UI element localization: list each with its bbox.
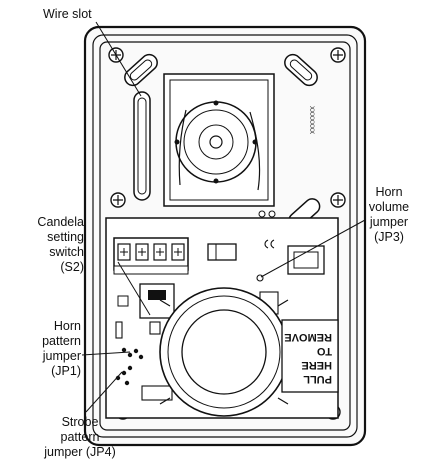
part-number-marking: XXXXXXX <box>308 106 314 134</box>
label-candela-setting-switch: Candela setting switch (S2) <box>37 215 84 274</box>
pull-tab-line-2: HERE <box>301 359 332 371</box>
svg-text:Horn: Horn <box>375 185 402 199</box>
relay-component <box>287 245 325 275</box>
svg-text:(S2): (S2) <box>60 260 84 274</box>
speaker-plate <box>163 73 275 207</box>
horn-pattern-jumper <box>121 347 144 360</box>
svg-text:jumper: jumper <box>42 349 81 363</box>
svg-text:Candela: Candela <box>37 215 84 229</box>
label-horn-pattern-jumper: Horn pattern jumper (JP1) <box>42 319 81 378</box>
terminal-block <box>113 237 189 275</box>
svg-text:switch: switch <box>49 245 84 259</box>
pull-tab: PULL HERE TO REMOVE <box>281 319 339 393</box>
svg-text:volume: volume <box>369 200 409 214</box>
wire-slot <box>133 91 151 201</box>
label-wire-slot: Wire slot <box>43 7 92 21</box>
leader-horn-volume <box>260 219 366 278</box>
label-horn-volume-jumper: Horn volume jumper (JP3) <box>369 185 409 244</box>
svg-text:setting: setting <box>47 230 84 244</box>
svg-text:(JP1): (JP1) <box>51 364 81 378</box>
resistor <box>115 321 123 339</box>
candela-setting-switch <box>139 283 175 335</box>
small-parts <box>117 210 279 401</box>
leader-strobe-pattern <box>85 371 123 413</box>
label-strobe-pattern-jumper: Strobe pattern jumper (JP4) <box>43 415 116 459</box>
strobe-lens <box>159 287 289 417</box>
pull-tab-line-3: TO <box>316 345 332 357</box>
svg-text:pattern: pattern <box>61 430 100 444</box>
mounting-slot-top-left <box>124 53 158 87</box>
svg-text:Horn: Horn <box>54 319 81 333</box>
leader-candela-switch <box>117 261 151 316</box>
leader-lines <box>81 21 366 413</box>
capacitor <box>207 243 237 261</box>
strobe-pattern-jumper <box>115 365 133 386</box>
leader-wire-slot <box>95 21 142 97</box>
pull-tab-line-4: REMOVE <box>284 331 332 343</box>
svg-text:Strobe: Strobe <box>62 415 99 429</box>
mounting-slot-top-right <box>284 53 318 87</box>
svg-text:pattern: pattern <box>42 334 81 348</box>
svg-text:jumper: jumper <box>369 215 408 229</box>
svg-text:(JP3): (JP3) <box>374 230 404 244</box>
leader-horn-pattern <box>81 351 131 356</box>
pull-tab-line-1: PULL <box>303 373 332 385</box>
svg-text:jumper (JP4): jumper (JP4) <box>43 445 116 459</box>
